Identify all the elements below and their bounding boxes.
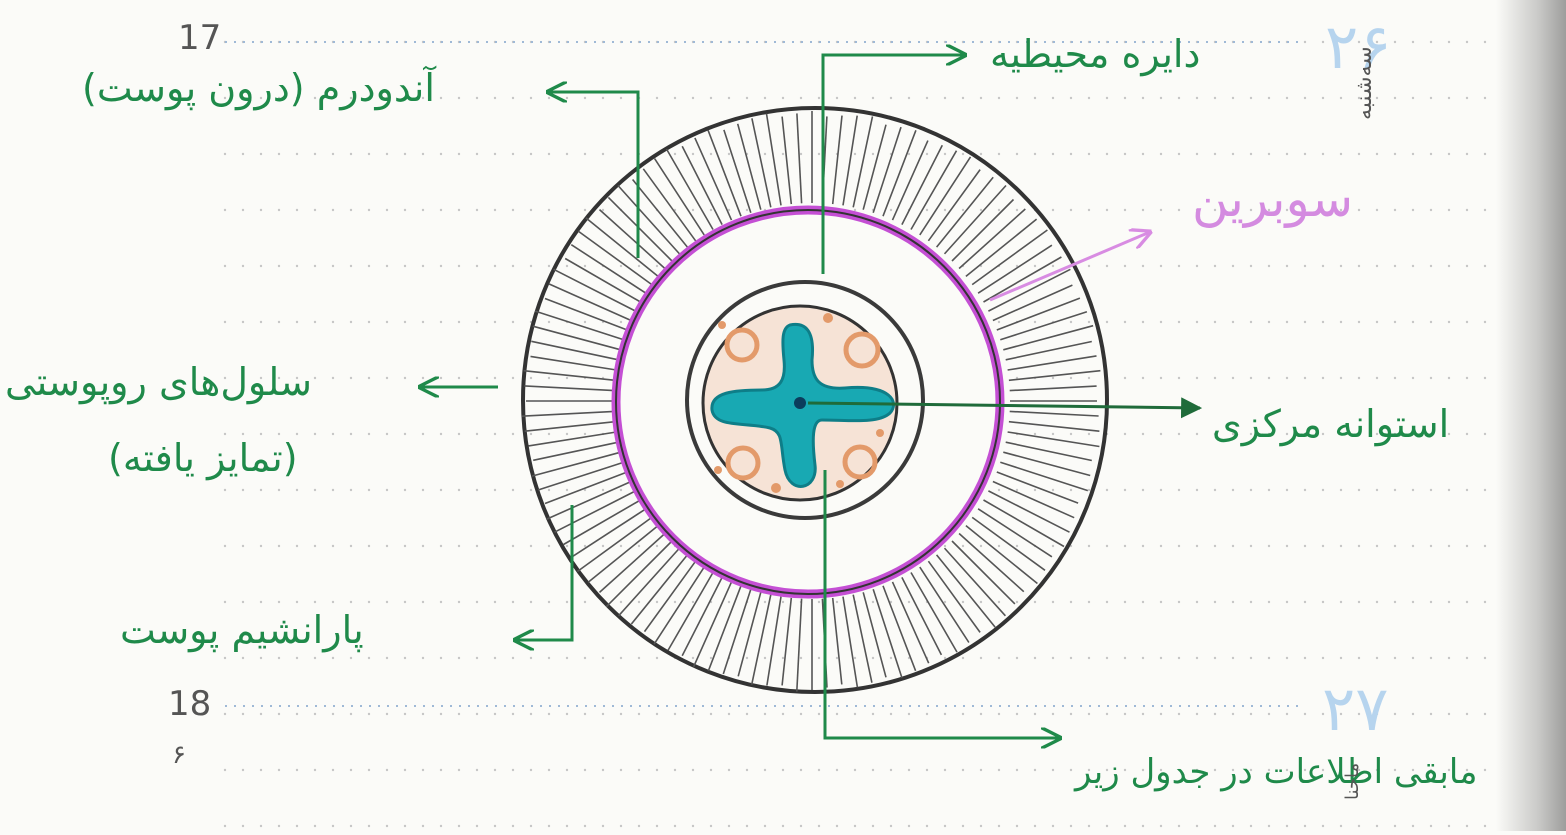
hatch-line — [843, 597, 857, 688]
hatch-line — [920, 157, 971, 235]
hatch-line — [723, 589, 751, 674]
hatch-line — [952, 541, 1015, 604]
hatch-line — [959, 209, 1025, 269]
hatch-line — [853, 116, 872, 207]
hatch-line — [945, 548, 1006, 616]
label-cortex-parenchyma: پارانشیم پوست — [120, 608, 364, 652]
hatch-line — [1009, 371, 1101, 381]
side-bottom-label: ماحنا — [1342, 763, 1363, 800]
hatch-line — [767, 114, 782, 206]
hatch-line — [972, 517, 1045, 570]
hatch-line — [600, 534, 665, 593]
hatch-line — [937, 177, 994, 247]
hatch-line — [1010, 386, 1097, 391]
label-suberin: سوبرین — [1192, 170, 1353, 228]
hatch-line — [782, 117, 791, 205]
hatch-line — [782, 598, 791, 686]
hatch-line — [533, 326, 621, 350]
page-number-bottom-small: ۶ — [172, 740, 186, 770]
hatch-line — [586, 218, 658, 277]
hatch-line — [618, 186, 680, 254]
hatch-line — [797, 113, 802, 203]
hatch-line — [833, 116, 842, 205]
stele-center — [794, 397, 806, 409]
hatch-line — [853, 595, 872, 683]
hatch-line — [1009, 422, 1100, 432]
hatch-line — [843, 116, 857, 206]
hatch-line — [524, 386, 614, 391]
hatch-line — [863, 125, 886, 210]
hatch-line — [724, 130, 751, 213]
side-day-label: سه‌شنبه — [1352, 46, 1377, 120]
hatch-line — [531, 356, 617, 370]
hatch-line — [966, 526, 1038, 584]
hatch-line — [643, 169, 695, 241]
hatch-line — [863, 592, 886, 677]
question-number-27: ۲۷ — [1322, 672, 1389, 745]
label-pericycle: دایره محیطیه — [990, 32, 1200, 76]
hatch-line — [966, 219, 1037, 276]
hatch-line — [928, 561, 980, 632]
hatch-line — [873, 127, 901, 213]
hatch-line — [952, 200, 1014, 262]
hatch-line — [521, 411, 614, 416]
hatch-line — [538, 462, 624, 490]
hatch-line — [578, 231, 652, 285]
label-central-cylinder: استوانه مرکزی — [1212, 402, 1449, 446]
hatch-line — [525, 422, 616, 432]
hatch-line — [631, 555, 687, 624]
page-number-bottom: 18 — [168, 684, 211, 724]
hatch-line — [531, 341, 618, 360]
hatch-line — [619, 548, 680, 616]
hatch-line — [945, 186, 1007, 254]
hatch-line — [529, 432, 617, 446]
hatch-line — [1010, 411, 1099, 416]
hatch-line — [600, 210, 665, 269]
hatch-line — [524, 371, 616, 381]
hatch-line — [606, 541, 672, 607]
hatch-line — [1003, 326, 1093, 350]
page-edge-shadow — [1496, 0, 1566, 831]
hatch-line — [1003, 452, 1090, 475]
hatch-line — [767, 597, 781, 686]
page-number-top: 17 — [178, 18, 221, 58]
hatch-line — [937, 555, 996, 627]
hatch-line — [738, 592, 761, 676]
hatch-line — [588, 526, 658, 583]
hatch-line — [1006, 442, 1092, 460]
hatch-line — [532, 452, 621, 476]
hatch-line — [535, 311, 624, 340]
hatch-line — [873, 589, 902, 678]
hatch-line — [545, 472, 627, 504]
hatch-line — [533, 442, 618, 460]
label-root-hair-cells-sub: (تمایز یافته) — [108, 436, 298, 480]
hatch-line — [577, 517, 651, 571]
cortex-leader — [515, 505, 572, 640]
hatch-line — [738, 124, 761, 210]
hatch-line — [608, 197, 672, 261]
hatch-line — [1008, 356, 1097, 370]
hatch-line — [833, 598, 842, 685]
hatch-line — [928, 170, 980, 241]
label-root-hair-cells: سلول‌های روپوستی — [5, 360, 312, 404]
hatch-line — [633, 180, 688, 248]
hatch-line — [997, 472, 1078, 503]
hatch-line — [972, 230, 1047, 285]
hatch-line — [1006, 342, 1092, 360]
label-endoderm: آندودرم (درون پوست) — [82, 66, 435, 110]
hatch-line — [1000, 462, 1088, 490]
hatch-line — [797, 599, 802, 692]
hatch-line — [959, 534, 1024, 592]
label-rest-info: مابقی اطلاعات در جدول زیر — [1075, 752, 1477, 792]
hatch-line — [752, 118, 771, 207]
hatch-line — [1000, 312, 1087, 340]
hatch-line — [545, 299, 627, 331]
hatch-line — [752, 595, 771, 685]
